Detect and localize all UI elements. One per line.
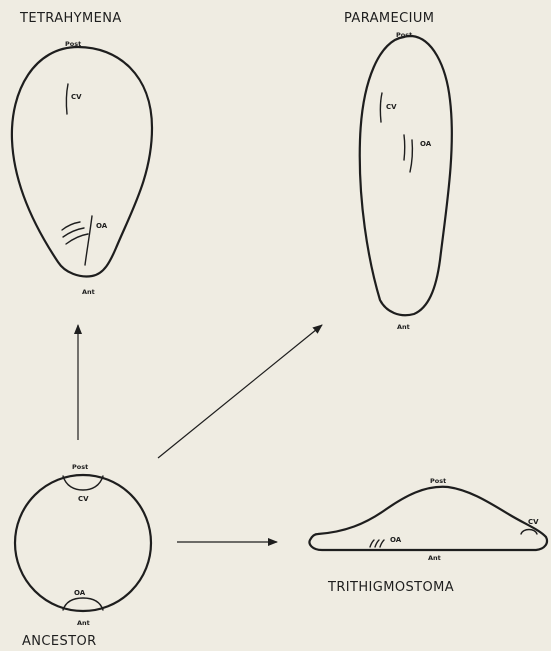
- arrow-to-paramecium: [158, 325, 322, 458]
- paramecium-cv-label: CV: [386, 103, 397, 111]
- ancestor-ant-label: Ant: [77, 619, 90, 627]
- paramecium-cell-outline: [360, 36, 452, 315]
- ancestor-post-label: Post: [72, 463, 88, 471]
- trithigmostoma-post-label: Post: [430, 477, 446, 485]
- tetrahymena-cv-label: CV: [71, 93, 82, 101]
- tetrahymena-title: TETRAHYMENA: [19, 11, 122, 26]
- paramecium-title: PARAMECIUM: [344, 11, 434, 26]
- trithigmostoma-group: Post CV OA Ant TRITHIGMOSTOMA: [310, 477, 547, 595]
- ancestor-group: Post CV OA Ant ANCESTOR: [15, 463, 151, 649]
- trithigmostoma-cv-mark: [521, 530, 537, 535]
- trithigmostoma-cv-label: CV: [528, 518, 539, 526]
- ancestor-cv-label: CV: [78, 495, 89, 503]
- tetrahymena-cell-outline: [12, 47, 152, 276]
- paramecium-oral-apparatus: [404, 135, 412, 172]
- ancestor-cv-mark: [63, 476, 103, 490]
- trithigmostoma-cell-outline: [310, 487, 547, 550]
- trithigmostoma-oa-label: OA: [390, 536, 402, 544]
- paramecium-group: PARAMECIUM Post CV OA Ant: [344, 11, 452, 331]
- tetrahymena-cv-mark: [66, 84, 68, 114]
- paramecium-ant-label: Ant: [397, 323, 410, 331]
- trithigmostoma-ant-label: Ant: [428, 554, 441, 562]
- ancestor-oa-mark: [63, 598, 103, 610]
- trithigmostoma-title: TRITHIGMOSTOMA: [327, 580, 454, 595]
- ancestor-oa-label: OA: [74, 589, 86, 597]
- tetrahymena-oral-apparatus: [62, 216, 92, 265]
- tetrahymena-group: TETRAHYMENA Post CV OA Ant: [12, 11, 152, 296]
- tetrahymena-oa-label: OA: [96, 222, 108, 230]
- paramecium-cv-mark: [380, 93, 382, 122]
- tetrahymena-ant-label: Ant: [82, 288, 95, 296]
- trithigmostoma-oral-apparatus: [370, 540, 384, 547]
- ancestor-title: ANCESTOR: [22, 634, 97, 649]
- paramecium-oa-label: OA: [420, 140, 432, 148]
